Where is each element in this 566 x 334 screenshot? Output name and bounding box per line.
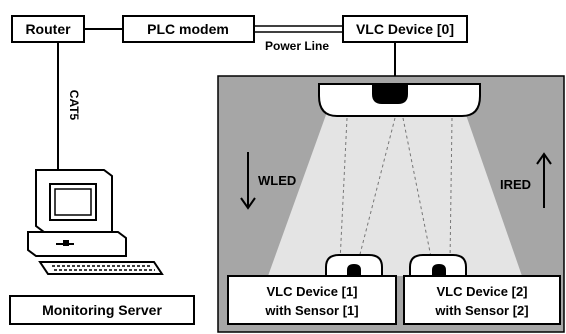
desktop-computer-icon	[27, 169, 164, 275]
vlc-device-2-node: VLC Device [2] with Sensor [2]	[403, 275, 561, 325]
arrow-up-icon-head	[536, 152, 552, 165]
ired-label: IRED	[500, 177, 531, 192]
vlc-device-0-box	[342, 15, 468, 43]
cpu-unit	[27, 231, 127, 257]
keyboard	[38, 261, 164, 275]
optical-link-line	[402, 117, 433, 263]
vlc-device-1-label: VLC Device [1]	[266, 284, 357, 299]
optical-link-line	[449, 117, 453, 263]
vlc-device-2-box	[403, 275, 561, 325]
vlc-device-2-sensor-label: with Sensor [2]	[434, 303, 528, 318]
monitoring-server-node: Monitoring Server	[9, 295, 195, 325]
sensor-icon	[432, 264, 446, 276]
wled-arrow	[240, 152, 256, 210]
plc-modem-box	[122, 15, 255, 43]
sensor-2	[409, 254, 467, 277]
top-connections	[57, 25, 396, 172]
led-icon	[372, 84, 408, 104]
sensor-1	[325, 254, 383, 277]
vlc-device-1-node: VLC Device [1] with Sensor [1]	[227, 275, 397, 325]
cat5-label: CAT5	[67, 90, 81, 121]
sensor-icon	[347, 264, 361, 276]
router-box	[11, 15, 85, 43]
plc-modem-label: PLC modem	[147, 21, 229, 37]
monitoring-server-box	[9, 295, 195, 325]
light-cone	[268, 112, 522, 276]
vlc-device-0-label: VLC Device [0]	[356, 21, 454, 37]
wled-label: WLED	[258, 173, 296, 188]
vlc-device-2-label: VLC Device [2]	[436, 284, 527, 299]
optical-link-line	[339, 117, 348, 263]
optical-link-lines	[339, 117, 453, 263]
power-line-label: Power Line	[265, 39, 329, 53]
router-node: Router	[11, 15, 85, 43]
optical-link-line	[357, 117, 396, 263]
router-label: Router	[25, 21, 71, 37]
vlc-device-1-box	[227, 275, 397, 325]
arrow-down-icon-head	[240, 197, 256, 210]
monitor-screen-inner	[54, 188, 92, 216]
vlc-device-1-sensor-label: with Sensor [1]	[264, 303, 358, 318]
power-led	[63, 240, 69, 246]
monitoring-server-label: Monitoring Server	[42, 302, 162, 318]
vlc-device-0-node: VLC Device [0]	[342, 15, 468, 43]
plc-modem-node: PLC modem	[122, 15, 255, 43]
ired-arrow	[536, 152, 552, 208]
